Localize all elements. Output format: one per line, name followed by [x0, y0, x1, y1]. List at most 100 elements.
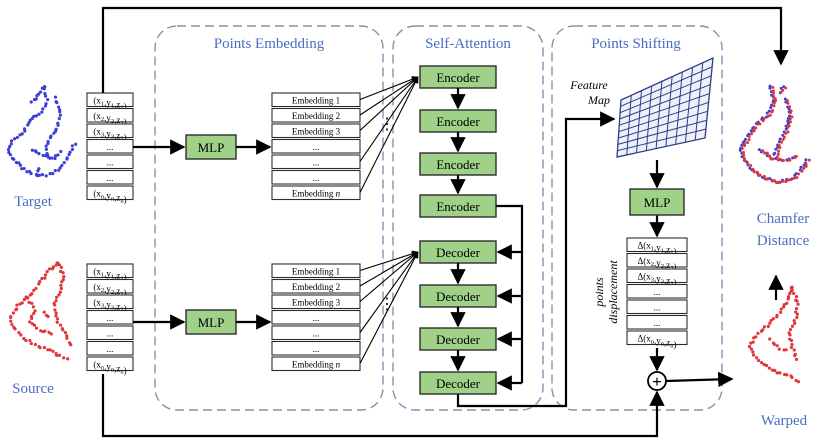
source-coord-row: [86, 309, 134, 325]
point-dot: [807, 158, 811, 162]
point-dot: [70, 147, 75, 152]
point-dot: [777, 143, 781, 147]
point-dot: [746, 141, 750, 145]
point-dot: [766, 324, 770, 328]
point-dot: [799, 165, 803, 169]
target-embedding-row: [271, 92, 361, 108]
point-dot: [35, 174, 39, 178]
source-coord-row: [86, 340, 134, 356]
source-coord-text: ...: [107, 344, 114, 354]
feature-map-grid: [616, 56, 714, 158]
displacement-row: [626, 268, 688, 284]
point-dot: [55, 317, 60, 321]
point-dot: [766, 114, 770, 118]
point-dot: [752, 353, 756, 357]
point-dot: [802, 167, 806, 171]
point-dot: [41, 107, 45, 111]
point-dot: [756, 331, 760, 335]
plus-symbol: +: [652, 372, 662, 391]
point-dot: [47, 330, 51, 334]
target-coord-text: ...: [107, 142, 114, 152]
point-dot: [740, 147, 744, 151]
point-dot: [48, 136, 53, 140]
point-dot: [53, 303, 57, 307]
source-embedding-text: Embedding 1: [292, 267, 340, 277]
point-dot: [781, 88, 785, 92]
point-dot: [54, 314, 58, 318]
point-dot: [781, 138, 785, 142]
source-embedding-row: [271, 278, 361, 294]
points-shifting-title: Points Shifting: [591, 36, 681, 52]
point-dot: [58, 166, 62, 170]
point-dot: [44, 147, 48, 151]
point-dot: [38, 346, 42, 350]
point-dot: [28, 320, 32, 324]
point-dot: [51, 171, 55, 176]
point-dot: [786, 158, 790, 162]
point-dot: [760, 361, 764, 365]
point-dot: [786, 297, 790, 301]
displacement-table: Δ(x1,y1,z1)Δ(x2,y2,z2)Δ(x3,y3,z3).......…: [626, 237, 688, 350]
target-ellipsis: ⋮: [379, 116, 395, 133]
point-dot: [791, 156, 795, 160]
point-dot: [65, 156, 69, 160]
point-dot: [22, 297, 26, 302]
point-dot: [790, 324, 795, 328]
point-dot: [758, 173, 762, 177]
point-dot: [18, 133, 22, 137]
target-coord-row: [86, 107, 134, 123]
point-dot: [765, 111, 769, 115]
point-dot: [771, 317, 775, 321]
point-dot: [9, 315, 13, 320]
point-dot: [761, 149, 765, 153]
warped-point-cloud: [747, 285, 801, 384]
point-dot: [786, 119, 790, 123]
point-dot: [32, 311, 36, 316]
point-dot: [787, 105, 791, 109]
point-dot: [764, 363, 769, 368]
point-dot: [780, 140, 784, 144]
point-dot: [778, 146, 782, 150]
point-dot: [22, 336, 26, 341]
point-dot: [58, 323, 63, 327]
point-dot: [789, 345, 794, 350]
point-dot: [749, 164, 753, 168]
point-dot: [62, 161, 66, 165]
point-dot: [25, 296, 29, 300]
target-embedding-text: ...: [313, 173, 320, 183]
point-dot: [764, 177, 768, 181]
source-coord-text: (xn,yn,zn): [93, 360, 126, 376]
point-dot: [39, 329, 43, 333]
point-dot: [782, 305, 786, 309]
point-dot: [788, 291, 792, 296]
point-dot: [786, 122, 790, 126]
point-dot: [32, 98, 37, 102]
point-dot: [768, 337, 772, 341]
point-dot: [795, 176, 799, 180]
point-dot: [65, 336, 69, 340]
point-dot: [749, 129, 753, 133]
decoder-label: Decoder: [436, 289, 481, 304]
point-dot: [46, 314, 50, 319]
point-dot: [43, 273, 48, 277]
point-dot: [747, 135, 751, 139]
target-coord-row: [86, 92, 134, 108]
point-dot: [740, 143, 744, 147]
point-dot: [747, 344, 752, 349]
point-dot: [784, 86, 788, 90]
point-dot: [57, 105, 61, 109]
point-dot: [14, 160, 19, 165]
chamfer-label-line1: Chamfer: [757, 211, 809, 227]
point-dot: [782, 135, 786, 139]
point-dot: [765, 151, 769, 155]
point-dot: [56, 123, 60, 127]
point-dot: [762, 362, 766, 367]
self-attention-title: Self-Attention: [425, 36, 511, 52]
target-embedding-text: ...: [313, 142, 320, 152]
point-dot: [12, 157, 16, 161]
point-dot: [781, 179, 785, 183]
point-dot: [759, 329, 764, 333]
target-embedding-text: Embedding 3: [292, 127, 341, 137]
point-dot: [761, 119, 765, 123]
source-coord-row: [86, 278, 134, 294]
